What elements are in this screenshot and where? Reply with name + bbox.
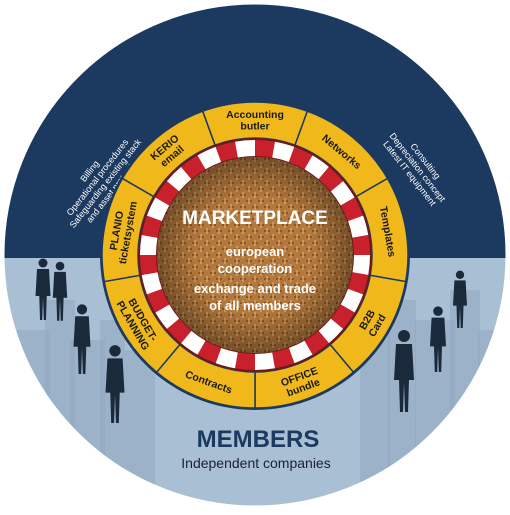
awning-stripe xyxy=(304,155,329,180)
awning-stripe xyxy=(197,146,222,170)
marketplace-subtitle-line: cooperation xyxy=(218,261,292,276)
awning-stripe xyxy=(272,141,295,162)
awning-stripe xyxy=(140,255,158,275)
awning-stripe xyxy=(141,215,162,238)
marketplace-subtitle-line: of all members xyxy=(209,298,301,313)
building-9 xyxy=(478,330,507,507)
awning-stripe xyxy=(181,330,206,355)
awning-stripe xyxy=(181,155,206,180)
awning-stripe xyxy=(352,255,370,275)
awning-stripe xyxy=(146,197,170,222)
person-3 xyxy=(105,345,125,423)
person-4 xyxy=(430,306,446,372)
marketplace-subtitle-line: exchange and trade xyxy=(194,281,316,296)
awning-stripe xyxy=(215,348,238,369)
awning-stripe xyxy=(255,140,275,158)
person-1 xyxy=(52,261,68,321)
awning-stripe xyxy=(352,235,370,255)
awning-stripe xyxy=(155,181,180,206)
awning-stripe xyxy=(166,166,192,192)
marketplace-subtitle: european cooperation exchange and trade of … xyxy=(194,244,316,313)
awning-stripe xyxy=(330,181,355,206)
awning-stripe xyxy=(348,272,369,295)
person-5 xyxy=(453,270,467,328)
awning-stripe xyxy=(330,304,355,329)
building-8 xyxy=(450,290,480,507)
awning-stripe xyxy=(146,288,170,313)
awning-stripe xyxy=(235,140,255,158)
awning-stripe xyxy=(348,215,369,238)
members-title: MEMBERS xyxy=(197,426,320,453)
awning-stripe xyxy=(288,340,313,364)
members-subtitle: Independent companies xyxy=(181,455,330,471)
awning-stripe xyxy=(235,352,255,370)
awning-stripe xyxy=(340,197,364,222)
awning-stripe xyxy=(340,288,364,313)
person-2 xyxy=(73,304,91,374)
marketplace-subtitle-line: european xyxy=(226,244,285,259)
person-0 xyxy=(35,258,51,320)
awning-stripe xyxy=(288,146,313,170)
awning-stripe xyxy=(140,235,158,255)
awning-stripe xyxy=(318,166,344,192)
awning-stripe xyxy=(166,318,192,344)
center-shade xyxy=(157,157,353,353)
marketplace-title: MARKETPLACE xyxy=(182,208,328,229)
building-0 xyxy=(10,330,50,507)
segment-label-line: Accounting xyxy=(226,109,284,121)
building-4 xyxy=(125,350,155,507)
person-6 xyxy=(394,330,414,412)
awning-stripe xyxy=(272,348,295,369)
awning-stripe xyxy=(155,304,180,329)
awning-stripe xyxy=(215,141,238,162)
business-people xyxy=(35,258,467,423)
awning-stripe xyxy=(304,330,329,355)
awning-stripe xyxy=(141,272,162,295)
awning-stripe xyxy=(197,340,222,364)
building-2 xyxy=(70,340,105,507)
awning-stripe xyxy=(255,352,275,370)
segment-label-line: butler xyxy=(240,120,269,132)
awning-stripe xyxy=(318,318,344,344)
